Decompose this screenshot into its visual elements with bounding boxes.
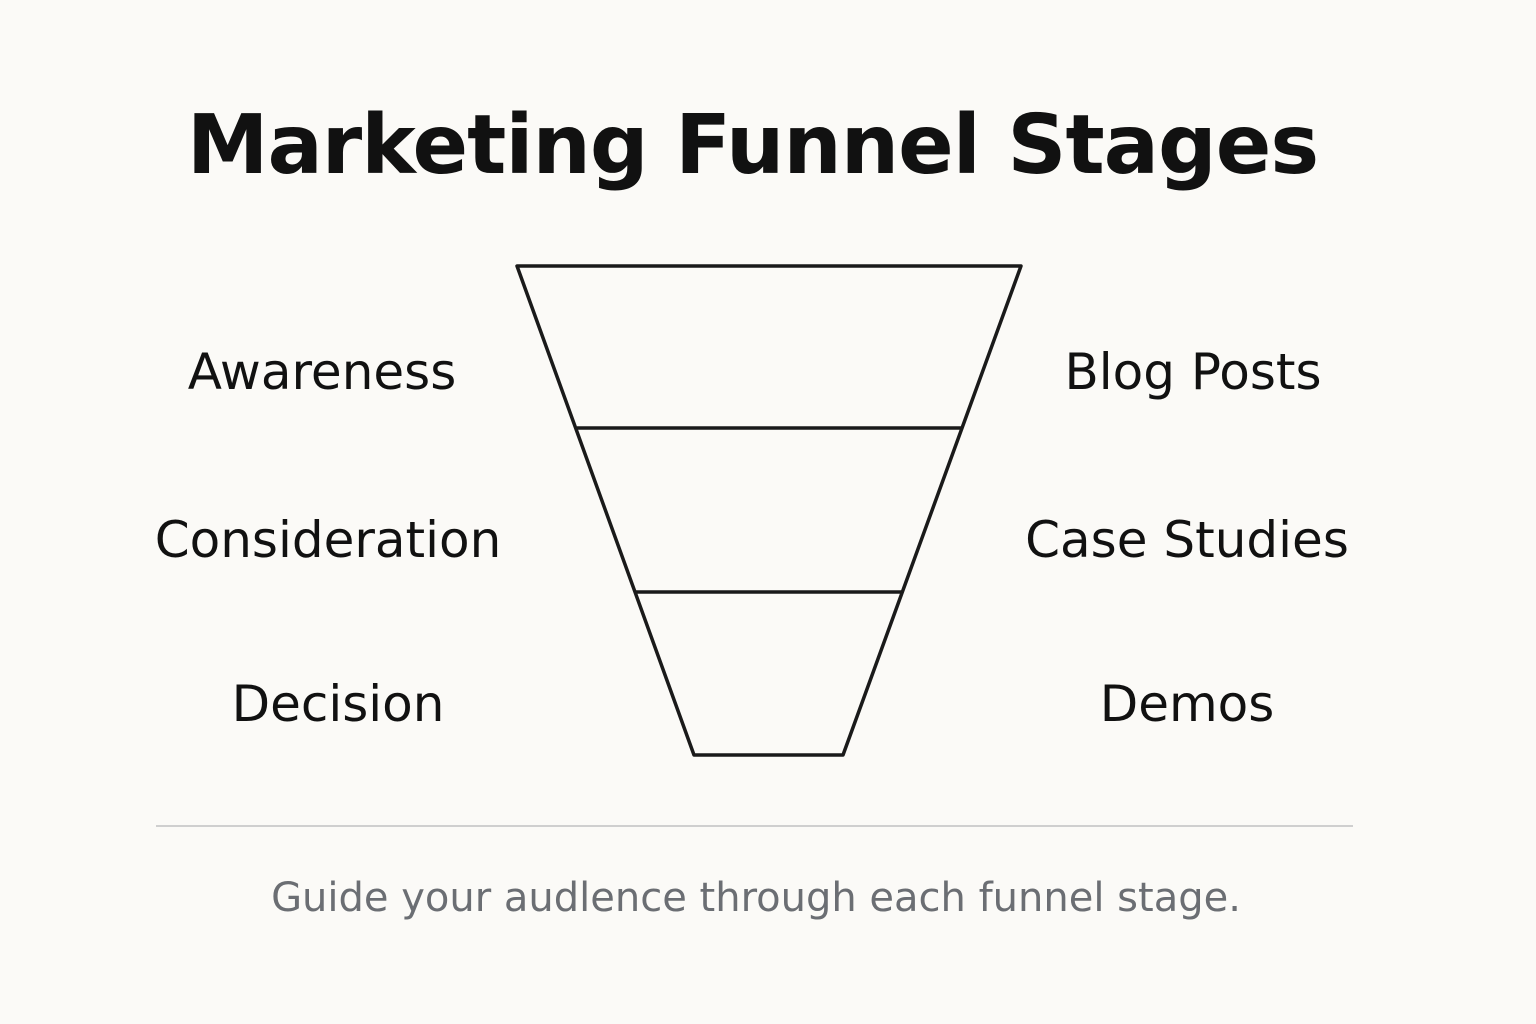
- stage-label-awareness: Awareness: [187, 343, 457, 401]
- diagram-title: Marketing Funnel Stages: [186, 98, 1319, 193]
- stage-label-consideration: Consideration: [154, 511, 502, 569]
- content-label-case-studies: Case Studies: [1025, 511, 1349, 569]
- content-label-blog-posts: Blog Posts: [1064, 343, 1322, 401]
- footer-caption: Guide your audlence through each funnel …: [271, 875, 1241, 921]
- content-label-demos: Demos: [1099, 675, 1275, 733]
- funnel-outline: [515, 264, 1023, 757]
- stage-label-decision: Decision: [231, 675, 445, 733]
- horizontal-divider: [156, 825, 1353, 827]
